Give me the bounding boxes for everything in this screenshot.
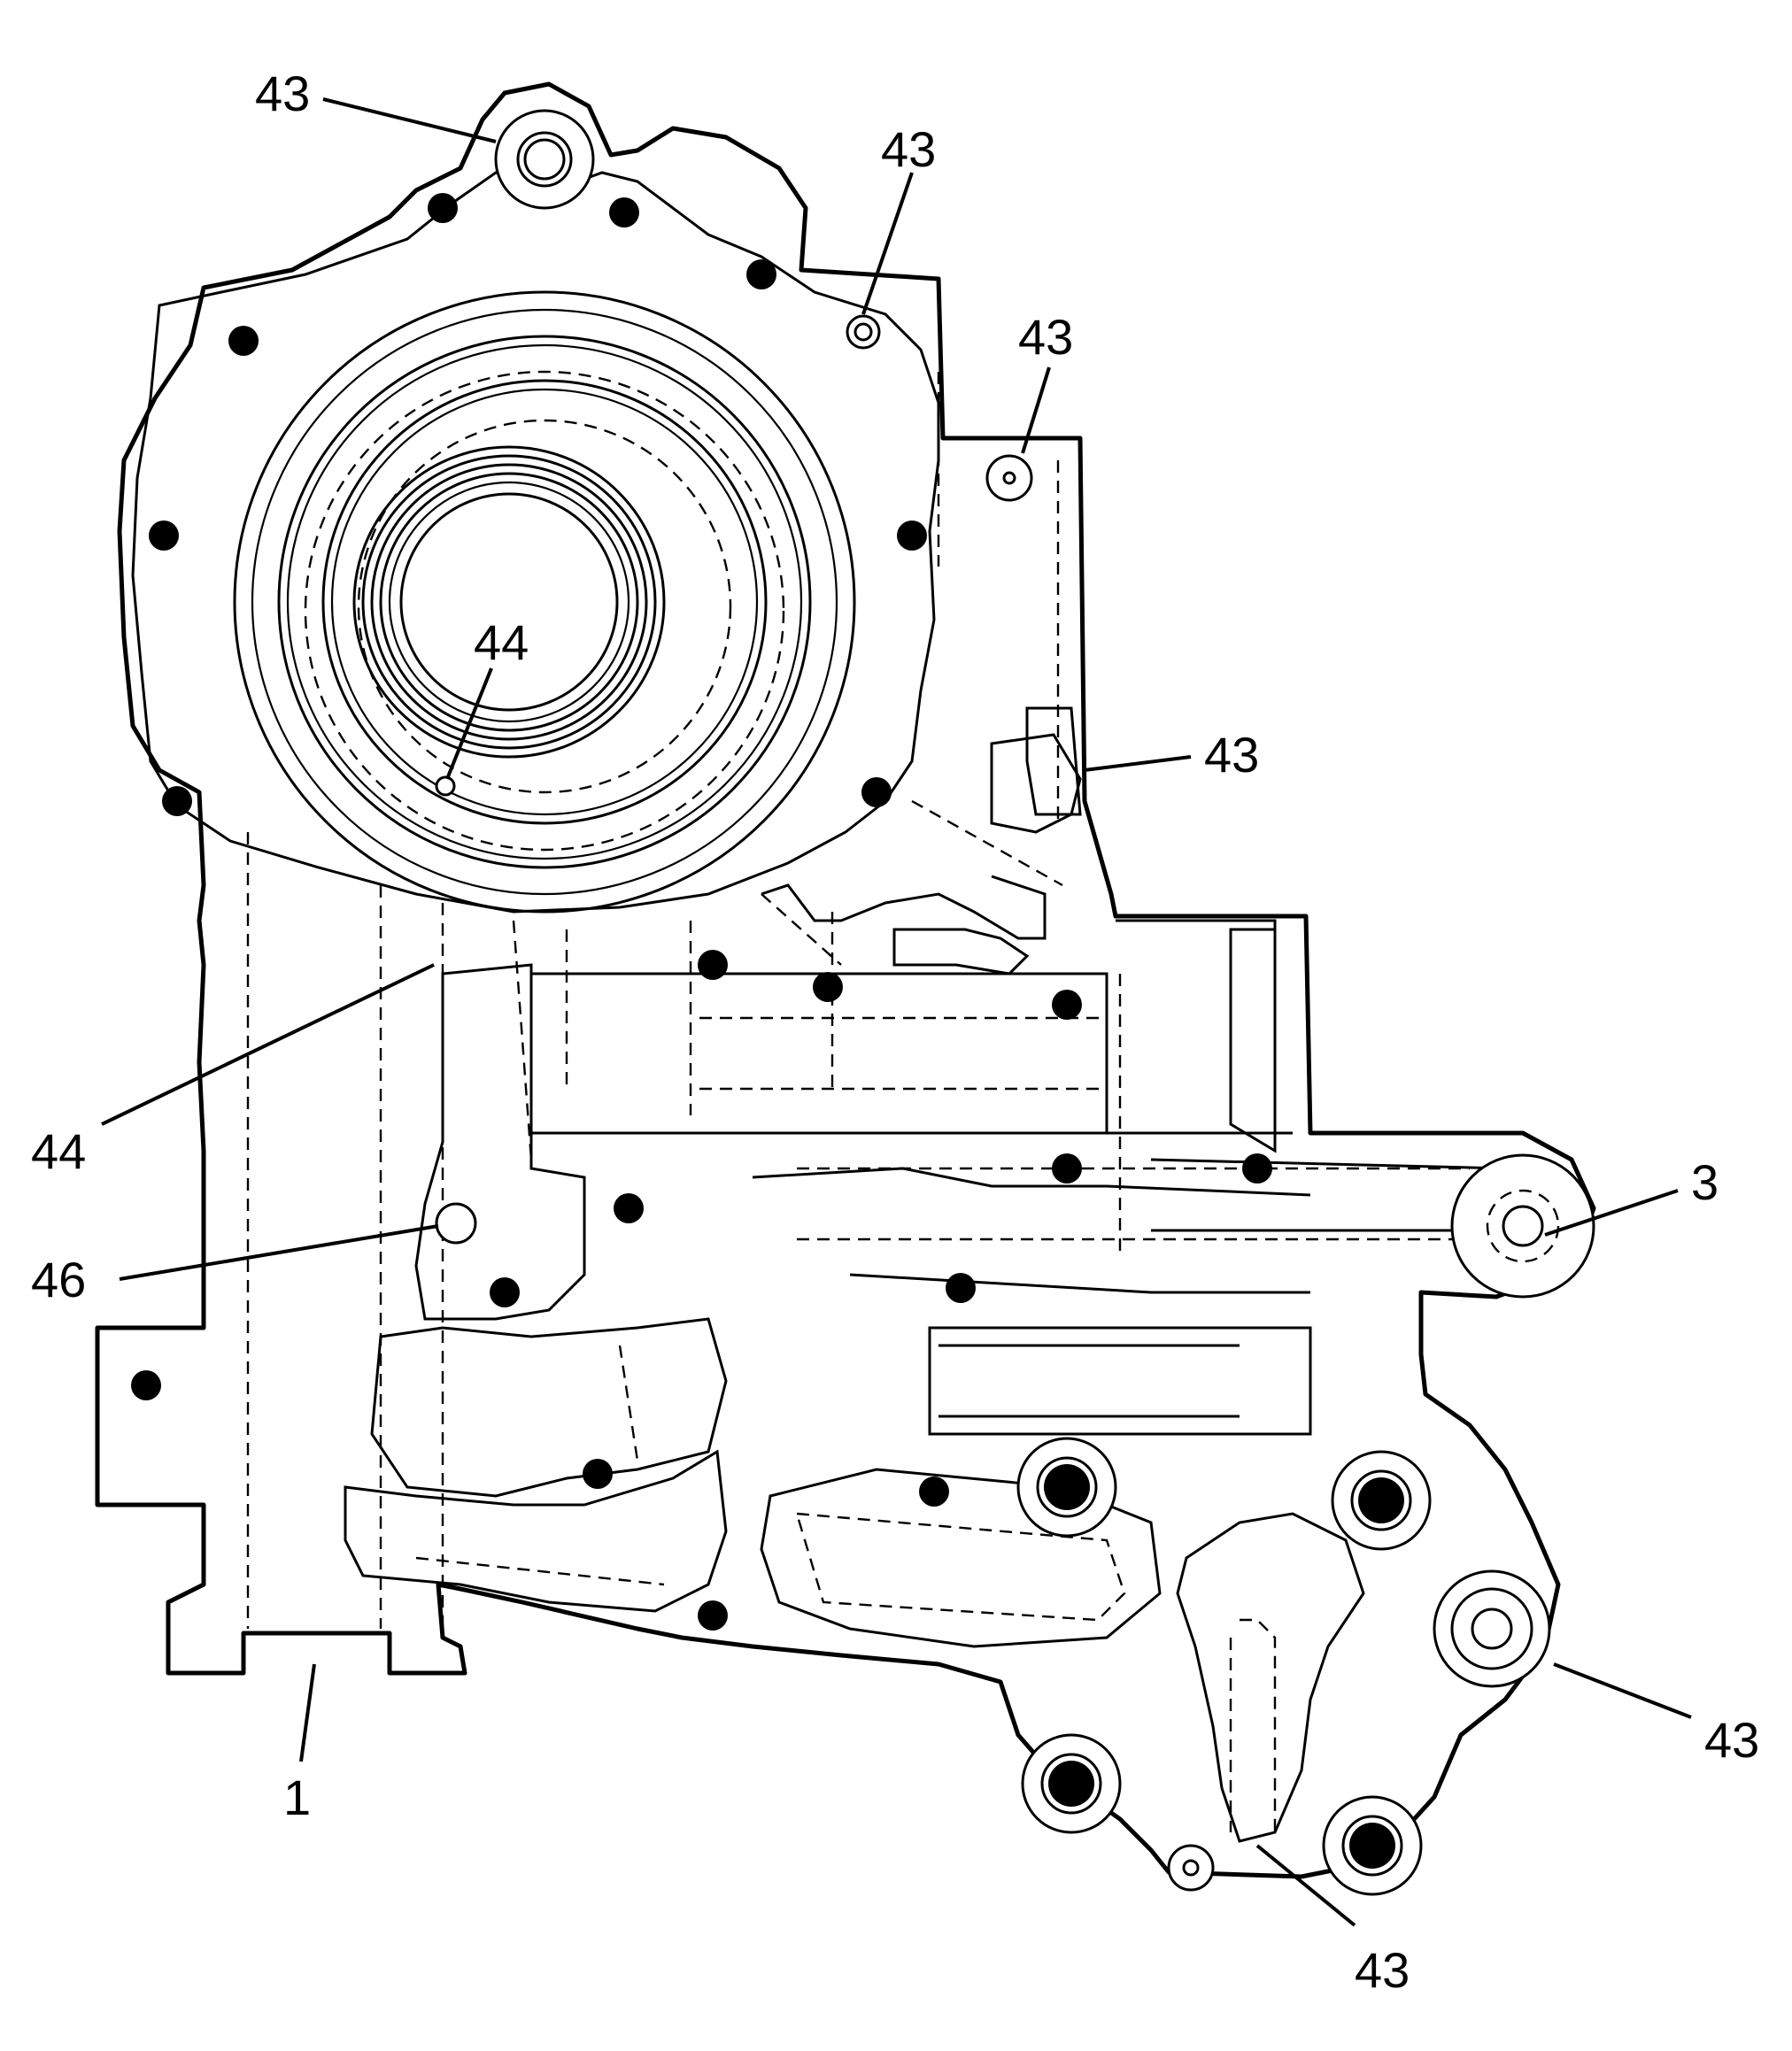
callout-44a: 44 [474,614,529,670]
main-bore [233,290,856,914]
passages [246,372,1506,1843]
leader-43a [322,97,497,143]
housing-outline [95,81,1596,1879]
housing [95,81,1596,1879]
callout-3: 3 [1691,1154,1719,1210]
callout-43f: 43 [1355,1942,1410,1998]
leader-1 [299,1663,316,1762]
callout-43a: 43 [255,66,310,121]
callout-43d: 43 [1204,727,1259,783]
leader-46 [119,1224,439,1281]
bosses [435,109,1595,1896]
callout-43c: 43 [1018,309,1073,365]
leader-43c [1021,366,1051,454]
leader-43d [1084,755,1192,772]
leader-44a [445,667,493,780]
leader-3 [1544,1189,1679,1237]
callout-1: 1 [283,1770,311,1825]
leader-43e [1553,1662,1692,1719]
callout-43e: 43 [1704,1712,1759,1768]
callout-44b: 44 [31,1123,86,1179]
callout-43b: 43 [881,121,936,177]
leader-43b [861,172,914,315]
leader-44b [101,963,435,1126]
callout-46: 46 [31,1252,86,1307]
leader-43f [1255,1844,1356,1927]
bolt-holes [131,193,1272,1631]
callouts: 43 43 43 43 44 44 46 3 1 43 43 [31,66,1759,1998]
